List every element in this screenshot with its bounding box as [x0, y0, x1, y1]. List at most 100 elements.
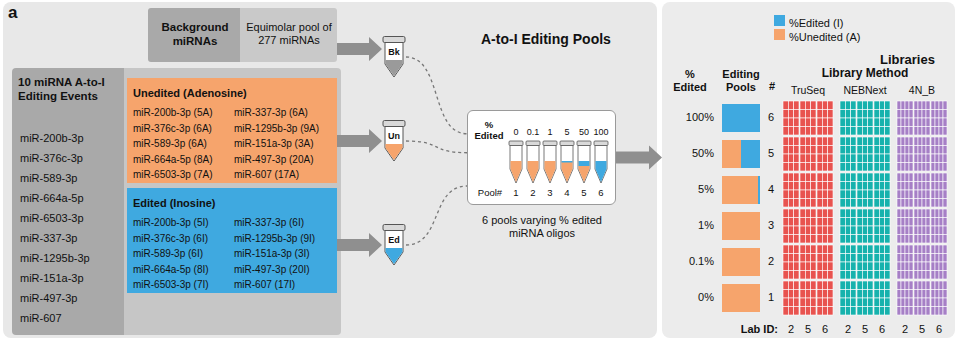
tube: Ed: [382, 224, 406, 266]
library-cell: [845, 127, 850, 136]
library-cell: [794, 127, 799, 136]
library-cell: [909, 209, 913, 218]
text-slot: miR-1295b-3p: [20, 248, 90, 266]
library-cell: [914, 101, 918, 110]
text-slot: miR-607 (17A): [234, 164, 299, 182]
library-cell: [918, 254, 922, 263]
text-slot: Bk: [382, 47, 406, 58]
library-cell: [817, 209, 822, 218]
node-text: miR-200b-3p: [20, 132, 84, 145]
library-cell: [885, 290, 890, 299]
tube: Bk: [382, 36, 406, 78]
library-cell: [918, 137, 922, 146]
text-slot: 1: [506, 187, 526, 198]
library-cell: [874, 271, 879, 280]
library-cell: [879, 110, 884, 119]
library-cell: [857, 199, 862, 208]
library-cell: [845, 290, 850, 299]
library-cell: [845, 137, 850, 146]
library-cell: [811, 307, 816, 316]
library-cell: [794, 290, 799, 299]
library-cell: [817, 199, 822, 208]
library-cell: [885, 127, 890, 136]
library-cell: [868, 218, 873, 227]
library-cell: [905, 209, 909, 218]
text-slot: 50: [574, 127, 594, 138]
label-text: 2: [842, 323, 854, 336]
library-cell: [914, 307, 918, 316]
text-slot: % Edited: [668, 68, 712, 94]
library-cell: [905, 163, 909, 172]
library-cell: [828, 307, 833, 316]
library-cell: [918, 307, 922, 316]
library-cell: [822, 199, 827, 208]
library-cell: [874, 262, 879, 271]
library-cell: [879, 262, 884, 271]
library-cell: [926, 190, 930, 199]
library-cell: [817, 245, 822, 254]
library-cell: [918, 163, 922, 172]
library-cell: [897, 182, 901, 191]
library-cell: [905, 254, 909, 263]
library-cell: [897, 199, 901, 208]
library-cell: [811, 163, 816, 172]
library-cell: [922, 137, 926, 146]
library-cell: [931, 262, 935, 271]
library-cell: [828, 254, 833, 263]
library-cell: [879, 290, 884, 299]
library-cell: [862, 163, 867, 172]
library-cell: [817, 101, 822, 110]
library-cell: [879, 127, 884, 136]
text-slot: 2: [523, 187, 543, 198]
library-cell: [857, 110, 862, 119]
library-cell: [874, 146, 879, 155]
library-cell: [868, 127, 873, 136]
label-text: 50%: [664, 147, 714, 160]
library-cell: [822, 190, 827, 199]
tube-body: [510, 146, 522, 184]
library-cell: [931, 199, 935, 208]
library-cell: [943, 262, 947, 271]
legend-text: %Unedited (A): [789, 31, 861, 44]
library-cell: [943, 137, 947, 146]
library-cell: [788, 110, 793, 119]
node-text: miR-1295b-3p (9I): [234, 233, 315, 245]
library-cell: [811, 226, 816, 235]
pool-bar: [722, 248, 760, 276]
library-cell: [857, 281, 862, 290]
node-text: miR-376c-3p (6I): [133, 233, 208, 245]
library-cell: [943, 307, 947, 316]
library-cell: [909, 245, 913, 254]
library-cell: [805, 190, 810, 199]
dashed-line: [406, 57, 467, 134]
library-cell: [788, 127, 793, 136]
library-cell: [805, 163, 810, 172]
library-cell: [817, 146, 822, 155]
library-cell: [874, 218, 879, 227]
library-cell: [783, 245, 788, 254]
library-cell: [914, 199, 918, 208]
node-text: miR-589-3p (6A): [133, 138, 207, 150]
node-text: 50: [574, 127, 594, 138]
library-cell: [879, 235, 884, 244]
library-cell: [909, 146, 913, 155]
library-cell: [885, 281, 890, 290]
library-cell: [817, 271, 822, 280]
library-cell: [931, 146, 935, 155]
library-cell: [922, 218, 926, 227]
library-cell: [783, 163, 788, 172]
library-cell: [794, 218, 799, 227]
library-cell: [905, 146, 909, 155]
library-cell: [931, 101, 935, 110]
library-cell: [935, 146, 939, 155]
node-text: 0.1: [523, 127, 543, 138]
library-cell: [935, 235, 939, 244]
label-text: Editing Pools: [716, 68, 766, 94]
library-cell: [845, 281, 850, 290]
label-text: 2: [763, 255, 779, 268]
text-slot: NEBNext: [837, 84, 893, 97]
library-cell: [926, 110, 930, 119]
text-slot: 3: [540, 187, 560, 198]
label-text: 5: [859, 323, 871, 336]
library-cell: [879, 182, 884, 191]
